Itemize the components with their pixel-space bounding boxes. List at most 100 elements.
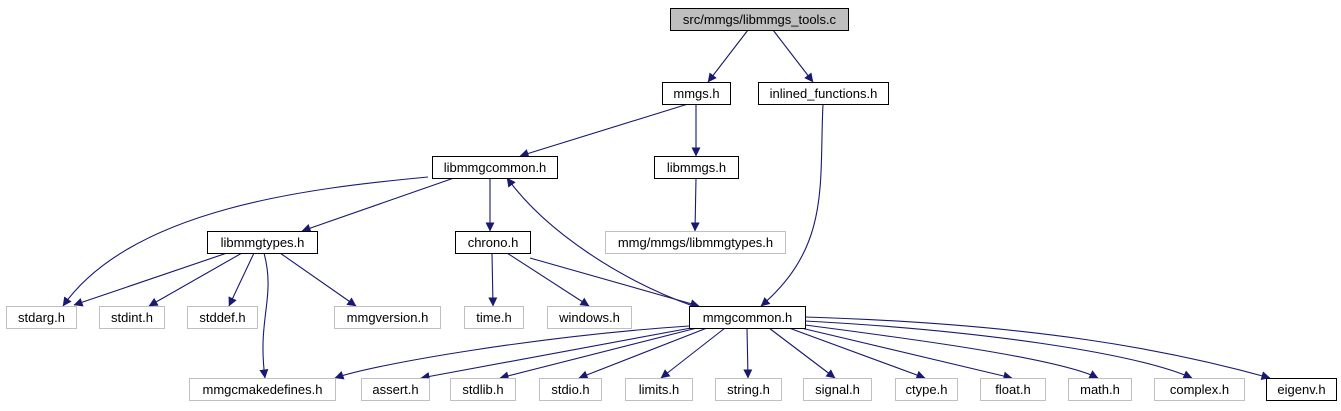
node-float: float.h — [980, 378, 1046, 401]
node-label-signal: signal.h — [815, 382, 860, 397]
node-label-stdlib: stdlib.h — [462, 382, 503, 397]
edge-mmgcommon-to-mmgcmakedefines — [334, 325, 690, 380]
node-stdint: stdint.h — [99, 306, 165, 329]
node-ctype: ctype.h — [895, 378, 958, 401]
edge-libmmgtypes-to-mmgcmakedefines — [259, 252, 269, 379]
node-box-inlined — [758, 82, 889, 105]
edge-libmmgcommon-to-stdarg — [62, 176, 429, 307]
node-windows: windows.h — [547, 306, 632, 329]
node-mmgcommon[interactable]: mmgcommon.h — [689, 306, 806, 329]
node-label-limits: limits.h — [639, 382, 679, 397]
node-complex: complex.h — [1154, 378, 1245, 401]
node-libmmgcommon[interactable]: libmmgcommon.h — [432, 156, 558, 179]
node-limits: limits.h — [625, 378, 693, 401]
edge-mmgcommon-to-stdlib — [499, 327, 698, 381]
edge-mmgcommon-to-libmmgcommon — [506, 177, 694, 307]
edge-mmgcommon-to-signal — [768, 327, 836, 379]
edge-libmmgtypes-to-stdarg — [73, 252, 228, 307]
node-mmgmmgslibmmgtypes: mmg/mmgs/libmmgtypes.h — [605, 231, 786, 254]
edge-root-to-inlined — [772, 29, 814, 83]
edge-mmgs-to-libmmgcommon — [519, 103, 689, 158]
node-label-mmgs: mmgs.h — [673, 86, 719, 101]
node-label-windows: windows.h — [558, 310, 620, 325]
node-inlined[interactable]: inlined_functions.h — [758, 82, 889, 105]
edge-libmmgcommon-to-libmmgtypes — [301, 177, 455, 233]
node-signal: signal.h — [803, 378, 872, 401]
node-libmmgtypes[interactable]: libmmgtypes.h — [207, 231, 318, 254]
node-label-eigenv: eigenv.h — [1277, 382, 1325, 397]
node-box-stdlib — [450, 378, 516, 401]
node-label-math: math.h — [1080, 382, 1120, 397]
edge-mmgcommon-to-float — [800, 327, 1013, 381]
node-label-mmgversion: mmgversion.h — [347, 310, 429, 325]
node-box-root — [670, 8, 849, 31]
edge-libmmgtypes-to-mmgversion — [279, 252, 357, 307]
edge-libmmgtypes-to-stdint — [148, 252, 243, 307]
node-box-float — [980, 378, 1046, 401]
node-stddef: stddef.h — [187, 306, 258, 329]
node-label-chrono: chrono.h — [468, 235, 519, 250]
node-stdarg: stdarg.h — [6, 306, 77, 329]
node-label-stdarg: stdarg.h — [18, 310, 65, 325]
node-label-float: float.h — [995, 382, 1030, 397]
edge-mmgcommon-to-assert — [420, 327, 692, 381]
node-label-mmgmmgslibmmgtypes: mmg/mmgs/libmmgtypes.h — [618, 235, 773, 250]
node-label-libmmgtypes: libmmgtypes.h — [221, 235, 305, 250]
node-string: string.h — [715, 378, 782, 401]
node-libmmgs[interactable]: libmmgs.h — [654, 156, 739, 179]
node-label-stdio: stdio.h — [551, 382, 589, 397]
node-box-time — [464, 306, 524, 329]
node-box-windows — [547, 306, 632, 329]
node-stdio: stdio.h — [539, 378, 602, 401]
node-box-stdio — [539, 378, 602, 401]
node-box-mmgs — [662, 82, 731, 105]
node-mmgversion: mmgversion.h — [334, 306, 441, 329]
node-box-stdint — [99, 306, 165, 329]
edge-mmgcommon-to-limits — [660, 327, 726, 379]
node-label-ctype: ctype.h — [906, 382, 948, 397]
node-box-mmgcommon — [689, 306, 806, 329]
node-box-libmmgcommon — [432, 156, 558, 179]
node-label-stdint: stdint.h — [111, 310, 153, 325]
node-box-stddef — [187, 306, 258, 329]
edges-layer — [62, 29, 1271, 381]
node-math: math.h — [1068, 378, 1132, 401]
edge-chrono-to-time — [488, 252, 498, 307]
node-stdlib: stdlib.h — [450, 378, 516, 401]
node-eigenv[interactable]: eigenv.h — [1266, 378, 1337, 401]
node-chrono[interactable]: chrono.h — [455, 231, 531, 254]
node-assert: assert.h — [361, 378, 430, 401]
node-root[interactable]: src/mmgs/libmmgs_tools.c — [670, 8, 849, 31]
node-label-mmgcmakedefines: mmgcmakedefines.h — [203, 382, 323, 397]
edge-libmmgtypes-to-stddef — [228, 252, 255, 307]
node-label-libmmgcommon: libmmgcommon.h — [444, 160, 547, 175]
node-box-limits — [625, 378, 693, 401]
node-box-stdarg — [6, 306, 77, 329]
node-mmgcmakedefines: mmgcmakedefines.h — [189, 378, 336, 401]
node-label-inlined: inlined_functions.h — [770, 86, 878, 101]
edge-mmgcommon-to-math — [804, 324, 1099, 379]
edge-root-to-mmgs — [707, 29, 749, 83]
node-label-stddef: stddef.h — [199, 310, 245, 325]
node-label-complex: complex.h — [1170, 382, 1229, 397]
node-box-signal — [803, 378, 872, 401]
node-box-libmmgtypes — [207, 231, 318, 254]
edge-libmmgs-to-mmgmmgslibmmgtypes — [690, 177, 700, 232]
node-label-root: src/mmgs/libmmgs_tools.c — [683, 12, 837, 27]
node-label-assert: assert.h — [372, 382, 418, 397]
edge-inlined-to-mmgcommon — [760, 103, 824, 307]
node-label-string: string.h — [727, 382, 770, 397]
node-label-mmgcommon: mmgcommon.h — [703, 310, 793, 325]
edge-mmgcommon-to-stdio — [578, 327, 708, 380]
node-box-assert — [361, 378, 430, 401]
node-box-mmgmmgslibmmgtypes — [605, 231, 786, 254]
node-mmgs[interactable]: mmgs.h — [662, 82, 731, 105]
node-box-eigenv — [1266, 378, 1337, 401]
node-label-libmmgs: libmmgs.h — [667, 160, 726, 175]
node-box-string — [715, 378, 782, 401]
node-label-time: time.h — [476, 310, 511, 325]
edge-mmgcommon-to-eigenv — [804, 316, 1271, 381]
node-box-libmmgs — [654, 156, 739, 179]
node-box-complex — [1154, 378, 1245, 401]
